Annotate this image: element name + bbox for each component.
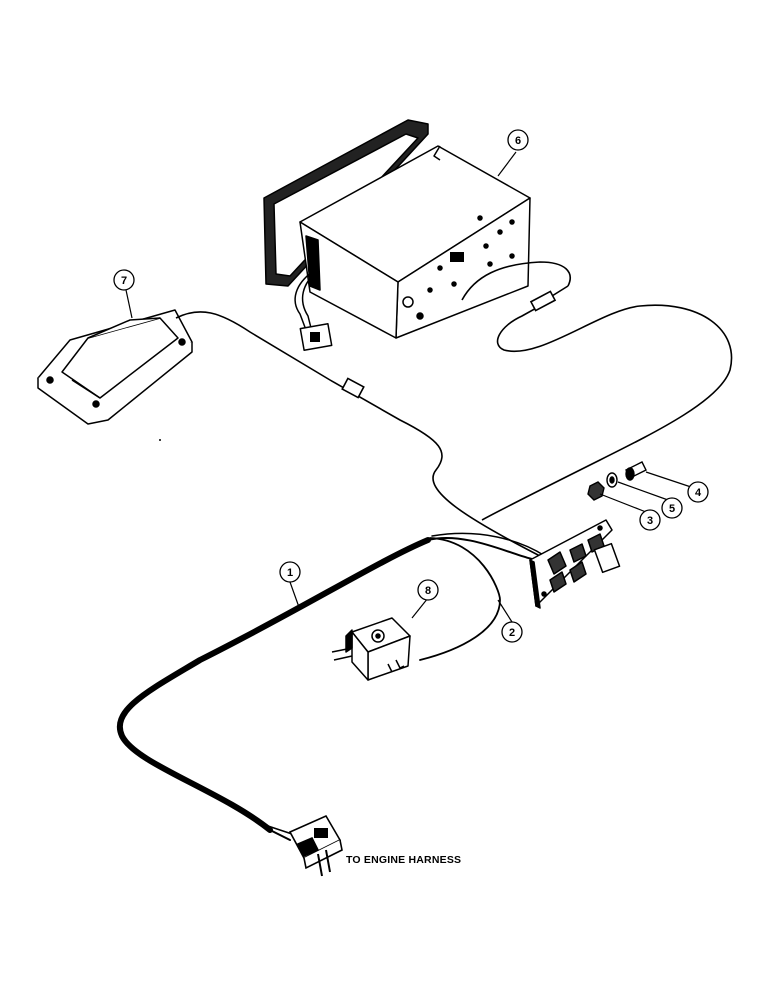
svg-text:6: 6 (515, 135, 521, 147)
svg-text:2: 2 (509, 627, 515, 639)
callout-leaders (125, 151, 695, 623)
switch-panel (529, 519, 621, 609)
rotary-switch (331, 617, 411, 681)
hardware (587, 461, 647, 501)
svg-text:4: 4 (695, 487, 702, 499)
engine-connector (288, 814, 343, 877)
callout-6: 6 (507, 129, 529, 151)
callout-8: 8 (417, 579, 439, 601)
svg-text:1: 1 (287, 567, 293, 579)
callout-1: 1 (279, 561, 301, 583)
speaker-lead (175, 311, 541, 557)
callout-7: 7 (113, 269, 135, 291)
svg-text:3: 3 (647, 515, 653, 527)
svg-text:5: 5 (669, 503, 675, 515)
main-harness (117, 532, 546, 841)
stray-mark (159, 439, 161, 441)
svg-text:7: 7 (121, 275, 127, 287)
callout-3: 3 (639, 509, 661, 531)
callout-2: 2 (501, 621, 523, 643)
callouts: 1 2 3 4 5 6 7 8 (113, 129, 709, 643)
radio (263, 119, 531, 352)
callout-5: 5 (661, 497, 683, 519)
callout-4: 4 (687, 481, 709, 503)
antenna-lead (461, 261, 733, 521)
svg-text:8: 8 (425, 585, 431, 597)
speaker (37, 309, 193, 425)
engine-harness-label: TO ENGINE HARNESS (346, 854, 461, 866)
